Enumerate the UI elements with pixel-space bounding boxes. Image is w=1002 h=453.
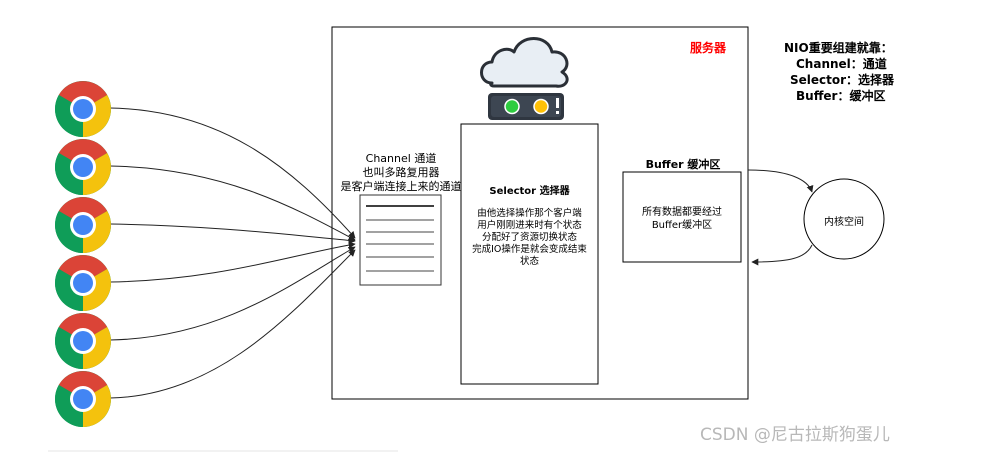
selector-desc-line: 完成IO操作是就会变成结束 bbox=[472, 244, 587, 255]
channel-title: Channel 通道 bbox=[365, 152, 437, 165]
chrome-icon bbox=[55, 139, 111, 195]
buffer-to-kernel-arrow bbox=[747, 169, 814, 193]
buffer-desc-line: Buffer缓冲区 bbox=[651, 220, 713, 231]
notes-title: NIO重要组建就靠： bbox=[784, 41, 893, 55]
client-arrow-6 bbox=[109, 249, 356, 399]
kernel-space-node bbox=[803, 178, 885, 260]
selector-desc-line: 用户刚刚进来时有个状态 bbox=[477, 220, 582, 231]
channel-line: 也叫多路复用器 bbox=[362, 166, 440, 179]
nio-notes: NIO重要组建就靠： Channel：通道 Selector：选择器 Buffe… bbox=[784, 40, 894, 104]
cloud-icon bbox=[480, 37, 569, 88]
selector-desc-line: 分配好了资源切换状态 bbox=[481, 232, 577, 243]
channel-doc-icon bbox=[359, 194, 442, 286]
chrome-icon bbox=[55, 81, 111, 137]
notes-item: Selector：选择器 bbox=[790, 73, 895, 87]
server-label: 服务器 bbox=[690, 41, 727, 55]
chrome-icon bbox=[55, 197, 111, 253]
selector-title: Selector 选择器 bbox=[489, 186, 570, 197]
selector-desc-line: 由他选择操作那个客户端 bbox=[477, 208, 582, 219]
notes-item: Channel：通道 bbox=[796, 57, 887, 71]
channel-line: 是客户端连接上来的通道 bbox=[340, 180, 462, 193]
kernel-to-buffer-arrow bbox=[751, 244, 813, 266]
buffer-desc-line: 所有数据都要经过 bbox=[642, 207, 722, 218]
client-arrow-1 bbox=[109, 107, 356, 239]
watermark: CSDN @尼古拉斯狗蛋儿 bbox=[700, 425, 890, 445]
chrome-icon bbox=[55, 313, 111, 369]
chrome-icon bbox=[55, 371, 111, 427]
client-arrow-5 bbox=[109, 246, 356, 341]
client-arrow-2 bbox=[109, 165, 356, 241]
kernel-space-label: 内核空间 bbox=[824, 217, 864, 228]
buffer-title: Buffer 缓冲区 bbox=[645, 158, 721, 171]
buffer-description: 所有数据都要经过 Buffer缓冲区 bbox=[623, 206, 741, 232]
client-arrows bbox=[109, 107, 356, 399]
channel-label: Channel 通道 也叫多路复用器 是客户端连接上来的通道 bbox=[333, 152, 469, 194]
selector-description: 由他选择操作那个客户端 用户刚刚进来时有个状态 分配好了资源切换状态 完成IO操… bbox=[461, 208, 598, 268]
server-status-icon bbox=[488, 93, 564, 120]
chrome-icon bbox=[55, 255, 111, 311]
selector-box bbox=[460, 123, 599, 385]
client-arrow-3 bbox=[109, 223, 356, 244]
client-arrow-4 bbox=[109, 241, 356, 283]
buffer-box bbox=[622, 171, 742, 263]
selector-desc-line: 状态 bbox=[519, 256, 539, 267]
notes-item: Buffer：缓冲区 bbox=[796, 89, 886, 103]
